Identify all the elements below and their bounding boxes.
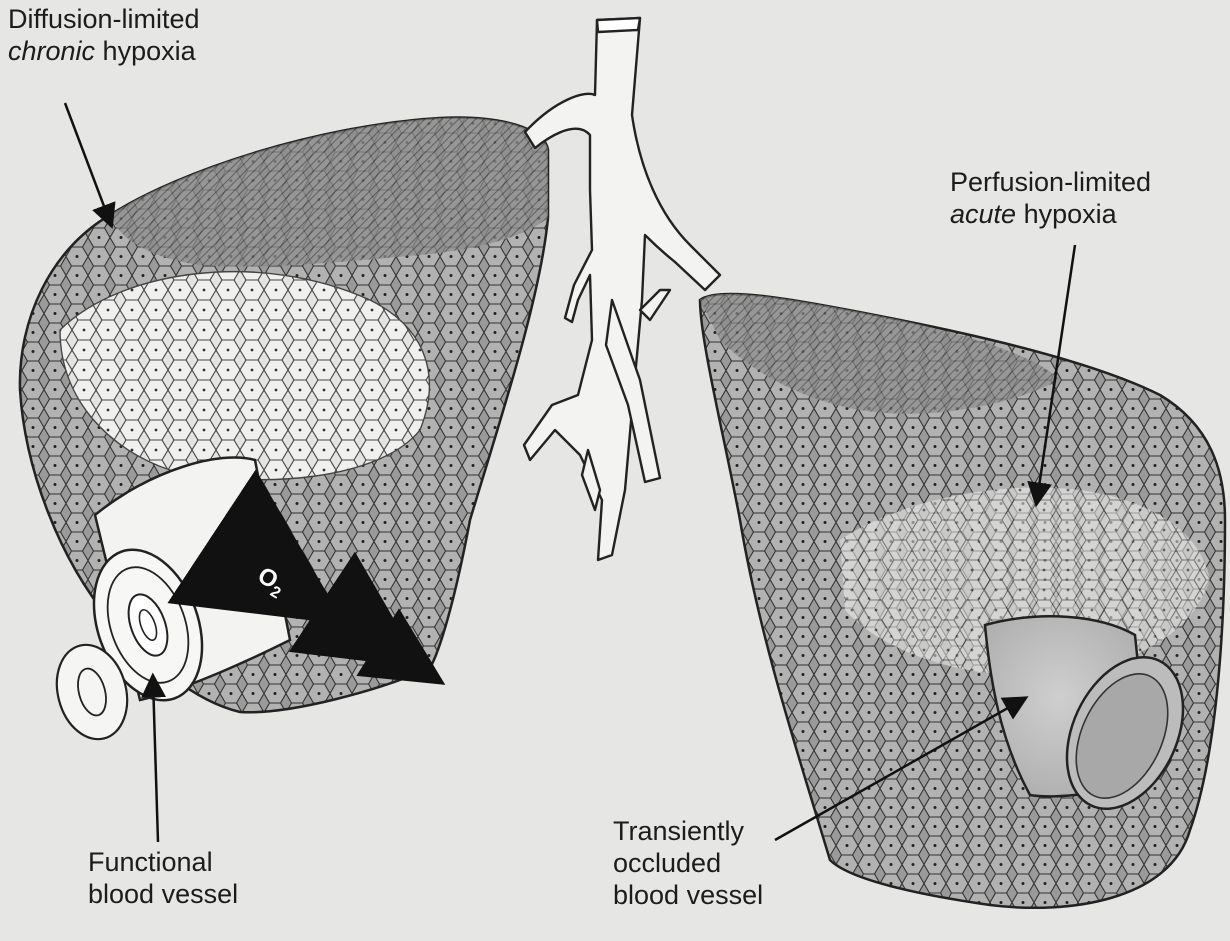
label-occluded-line2: occluded: [613, 847, 763, 879]
right-tumour-cord: [700, 294, 1225, 908]
label-perfusion-em: acute: [950, 199, 1016, 229]
branching-vessel: [524, 18, 720, 560]
label-transiently-occluded-blood-vessel: Transiently occluded blood vessel: [613, 815, 763, 911]
label-perfusion-line1: Perfusion-limited: [950, 166, 1151, 198]
pointer-diffusion: [65, 103, 110, 222]
label-diffusion-line1: Diffusion-limited: [8, 3, 200, 35]
pointer-functional: [153, 680, 158, 842]
label-functional-line2: blood vessel: [88, 878, 238, 910]
label-occluded-line3: blood vessel: [613, 879, 763, 911]
label-functional-line1: Functional: [88, 846, 238, 878]
label-functional-blood-vessel: Functional blood vessel: [88, 846, 238, 910]
label-diffusion-limited-chronic-hypoxia: Diffusion-limited chronic hypoxia: [8, 3, 200, 67]
label-perfusion-rest: hypoxia: [1016, 199, 1117, 229]
label-diffusion-rest: hypoxia: [95, 36, 196, 66]
label-diffusion-line2: chronic hypoxia: [8, 35, 200, 67]
label-perfusion-line2: acute hypoxia: [950, 198, 1151, 230]
label-perfusion-limited-acute-hypoxia: Perfusion-limited acute hypoxia: [950, 166, 1151, 230]
label-diffusion-em: chronic: [8, 36, 95, 66]
label-occluded-line1: Transiently: [613, 815, 763, 847]
